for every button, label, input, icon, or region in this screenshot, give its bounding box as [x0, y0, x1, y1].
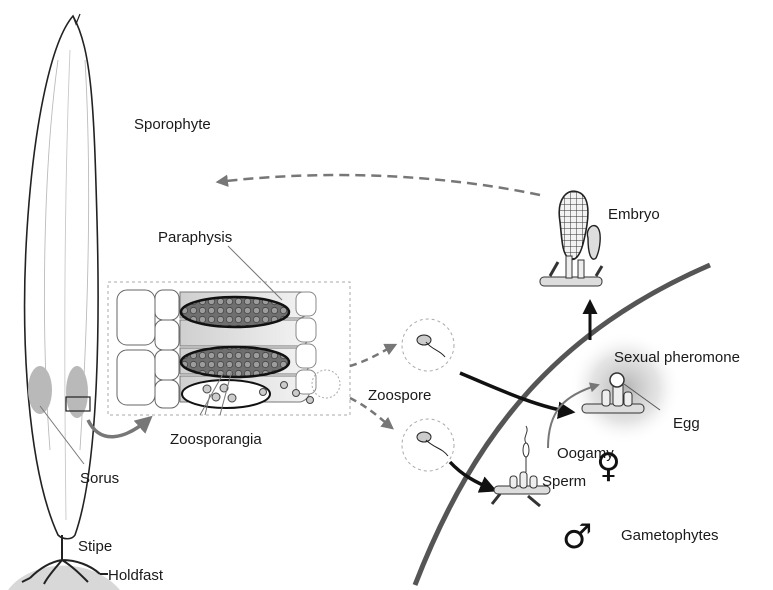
label-zoospore: Zoospore: [368, 387, 431, 404]
sorus-to-detail-arrow: [88, 418, 150, 437]
label-sperm: Sperm: [542, 473, 586, 490]
label-embryo: Embryo: [608, 206, 660, 223]
zoospore-upper: [402, 319, 454, 371]
female-symbol: ♀: [596, 446, 621, 486]
zoospore-lower: [402, 419, 454, 471]
label-egg: Egg: [673, 415, 700, 432]
zoospore-release-arrow-upper: [350, 345, 395, 366]
embryo: [540, 191, 602, 286]
label-sporophyte: Sporophyte: [134, 116, 211, 133]
label-holdfast: Holdfast: [108, 567, 164, 584]
label-gametophytes: Gametophytes: [621, 527, 719, 544]
label-sexual-pheromone: Sexual pheromone: [614, 349, 740, 366]
embryo-to-sporophyte-arrow: [218, 175, 540, 195]
sorus-detail: [108, 282, 350, 415]
male-symbol: ♂: [562, 517, 592, 557]
sporophyte-blade: [25, 14, 98, 539]
label-sorus: Sorus: [80, 470, 119, 487]
label-paraphysis: Paraphysis: [158, 229, 232, 246]
sperm-cell: [523, 426, 529, 472]
label-zoosporangia: Zoosporangia: [170, 431, 262, 448]
label-stipe: Stipe: [78, 538, 112, 555]
